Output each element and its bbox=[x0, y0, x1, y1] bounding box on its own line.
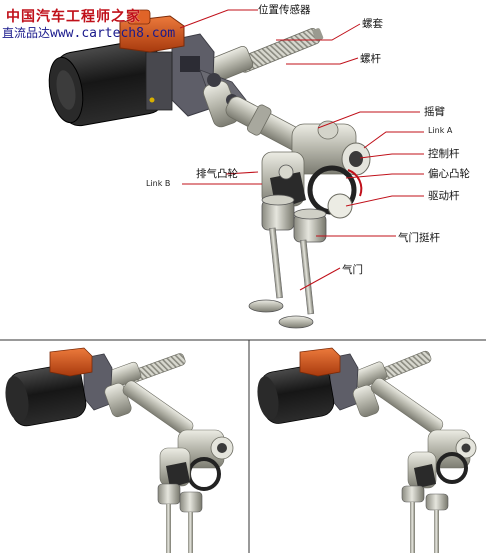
panel-frame bbox=[0, 339, 486, 553]
valves bbox=[248, 227, 315, 329]
label-valve-lifter: 气门挺杆 bbox=[398, 232, 440, 244]
label-drive-rod: 驱动杆 bbox=[428, 190, 460, 202]
valve-lifters bbox=[261, 194, 327, 243]
label-rocker-arm: 摇臂 bbox=[424, 106, 445, 118]
label-exhaust-cam: 排气凸轮 bbox=[196, 168, 238, 180]
variant-right bbox=[257, 347, 477, 553]
watermark-url: www.cartech8.com bbox=[50, 26, 176, 41]
label-link-a: Link A bbox=[428, 126, 453, 135]
rocker-arm-part bbox=[291, 120, 371, 176]
variant-left bbox=[5, 347, 234, 553]
label-valve: 气门 bbox=[342, 264, 363, 276]
label-screw-rod: 螺杆 bbox=[360, 53, 381, 65]
watermark-prefix: 直流品达 bbox=[2, 26, 51, 40]
label-eccentric-cam: 偏心凸轮 bbox=[428, 168, 470, 180]
label-screw-sleeve: 螺套 bbox=[362, 18, 383, 30]
eccentric-cam-part bbox=[307, 165, 363, 219]
watermark-url-line: 直流品达www.cartech8.com bbox=[2, 24, 175, 41]
motor-part bbox=[48, 39, 173, 127]
position-sensor-part bbox=[119, 9, 185, 53]
label-control-rod: 控制杆 bbox=[428, 148, 460, 160]
watermark-site-name: 中国汽车工程师之家 bbox=[6, 9, 141, 25]
leader-lines bbox=[179, 9, 424, 291]
main-mechanism bbox=[48, 9, 424, 329]
label-position-sensor: 位置传感器 bbox=[258, 4, 311, 16]
label-link-b: Link B bbox=[146, 179, 171, 188]
